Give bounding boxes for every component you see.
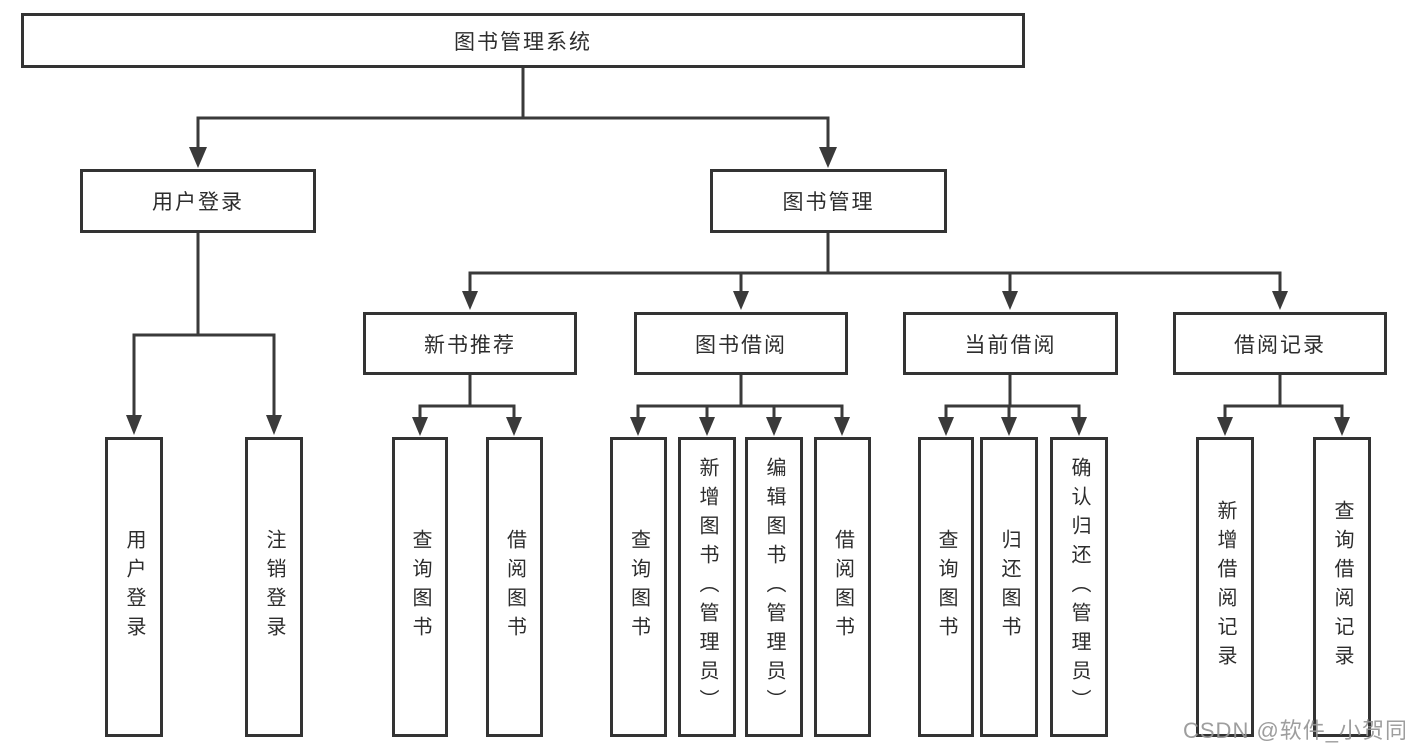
leaf-newbook-borrow-label: 借阅图书 bbox=[503, 529, 526, 645]
csdn-watermark: CSDN @软件_小贺同学 bbox=[1183, 718, 1405, 743]
leaf-user-login: 用户登录 bbox=[105, 437, 163, 737]
leaf-borrow-edit-admin: 编辑图书（管理员） bbox=[745, 437, 803, 737]
leaf-newbook-borrow: 借阅图书 bbox=[486, 437, 543, 737]
node-book-borrow-label: 图书借阅 bbox=[695, 333, 787, 357]
edge-bookborrow-to-leaves bbox=[630, 375, 850, 436]
leaf-record-add: 新增借阅记录 bbox=[1196, 437, 1254, 737]
leaf-newbook-query: 查询图书 bbox=[392, 437, 448, 737]
leaf-borrow-query: 查询图书 bbox=[610, 437, 667, 737]
leaf-borrow-add-admin: 新增图书（管理员） bbox=[678, 437, 736, 737]
node-new-book-recommend-label: 新书推荐 bbox=[424, 333, 516, 357]
node-book-management-label: 图书管理 bbox=[782, 191, 875, 214]
node-current-borrow-label: 当前借阅 bbox=[964, 333, 1057, 357]
leaf-record-query: 查询借阅记录 bbox=[1313, 437, 1371, 737]
node-book-management: 图书管理 bbox=[710, 169, 947, 233]
edge-root-to-level2 bbox=[189, 68, 837, 168]
leaf-logout-label: 注销登录 bbox=[263, 529, 285, 645]
leaf-borrow-query-label: 查询图书 bbox=[627, 529, 650, 645]
leaf-newbook-query-label: 查询图书 bbox=[409, 529, 431, 645]
edge-records-to-leaves bbox=[1217, 375, 1350, 436]
node-current-borrow: 当前借阅 bbox=[903, 312, 1118, 375]
leaf-logout: 注销登录 bbox=[245, 437, 303, 737]
node-borrow-records: 借阅记录 bbox=[1173, 312, 1387, 375]
leaf-current-query: 查询图书 bbox=[918, 437, 974, 737]
node-book-borrow: 图书借阅 bbox=[634, 312, 848, 375]
leaf-current-return: 归还图书 bbox=[980, 437, 1038, 737]
leaf-user-login-label: 用户登录 bbox=[123, 529, 145, 645]
leaf-current-confirm-admin: 确认归还（管理员） bbox=[1050, 437, 1108, 737]
node-root: 图书管理系统 bbox=[21, 13, 1025, 68]
leaf-borrow-edit-admin-label: 编辑图书（管理员） bbox=[763, 456, 785, 718]
leaf-borrow-borrow-label: 借阅图书 bbox=[831, 529, 854, 645]
node-user-login-label: 用户登录 bbox=[152, 191, 244, 214]
leaf-record-add-label: 新增借阅记录 bbox=[1214, 500, 1236, 674]
edge-userlogin-to-leaves bbox=[126, 233, 282, 435]
leaf-borrow-add-admin-label: 新增图书（管理员） bbox=[696, 456, 718, 718]
node-new-book-recommend: 新书推荐 bbox=[363, 312, 577, 375]
edge-bookmgmt-to-level3 bbox=[462, 233, 1288, 310]
node-root-label: 图书管理系统 bbox=[454, 30, 592, 54]
leaf-current-confirm-admin-label: 确认归还（管理员） bbox=[1068, 456, 1090, 718]
leaf-current-return-label: 归还图书 bbox=[998, 529, 1020, 645]
edge-newbook-to-leaves bbox=[412, 375, 522, 436]
edge-currentborrow-to-leaves bbox=[938, 375, 1087, 436]
node-borrow-records-label: 借阅记录 bbox=[1234, 333, 1326, 357]
node-user-login: 用户登录 bbox=[80, 169, 316, 233]
leaf-record-query-label: 查询借阅记录 bbox=[1331, 500, 1353, 674]
leaf-borrow-borrow: 借阅图书 bbox=[814, 437, 871, 737]
leaf-current-query-label: 查询图书 bbox=[935, 529, 957, 645]
